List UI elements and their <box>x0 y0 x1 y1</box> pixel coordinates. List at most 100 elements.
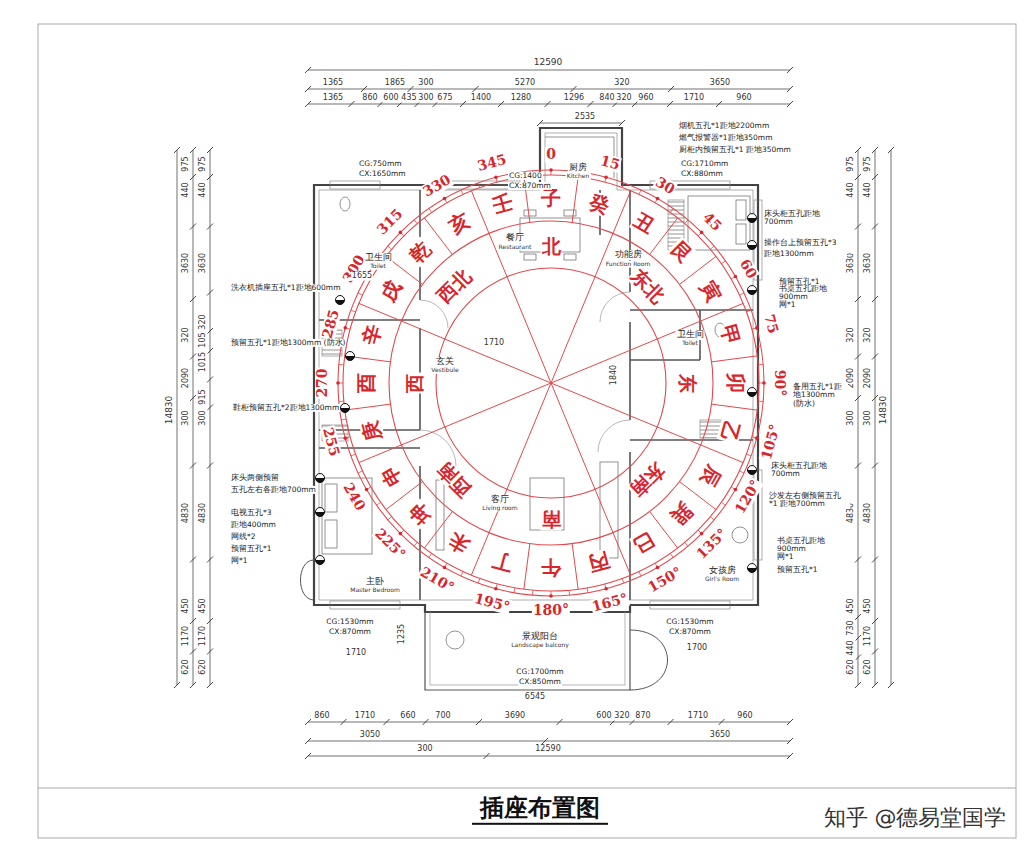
dimension: 3690 <box>504 712 526 721</box>
dimension: 730 <box>847 619 856 636</box>
dimension: 450 <box>199 597 208 614</box>
dimension-lines <box>668 719 674 725</box>
socket-symbols <box>336 296 345 305</box>
dimension: 1015 <box>199 351 208 373</box>
compass-rose <box>604 587 608 591</box>
compass-rose <box>339 364 344 365</box>
dimension-lines <box>190 147 196 153</box>
dimension-lines <box>305 67 311 73</box>
socket-note: 网*1 <box>776 553 795 561</box>
dimension-lines <box>207 463 213 469</box>
compass-rose <box>740 471 745 473</box>
dimension: 12590 <box>534 745 561 754</box>
dimension-lines <box>872 682 878 688</box>
socket-symbols <box>316 556 325 565</box>
socket-note: 距地400mm <box>230 521 277 529</box>
dimension-lines <box>190 224 196 230</box>
dimension: 1865 <box>384 79 406 88</box>
room-name-english: Function Room <box>605 261 652 268</box>
furniture <box>736 200 746 220</box>
compass-rose <box>721 261 725 264</box>
compass-rose <box>429 553 432 557</box>
walls <box>301 128 759 690</box>
compass-rose <box>389 221 713 545</box>
dimension: 440 <box>847 639 856 656</box>
compass-rose <box>712 356 758 362</box>
dimension-lines <box>308 722 790 723</box>
dimension-lines <box>855 557 861 563</box>
dimension: 1700 <box>686 644 708 653</box>
furniture <box>524 254 536 260</box>
dimension-lines <box>719 719 725 725</box>
compass-rose <box>338 170 764 596</box>
dimension: 440 <box>864 181 873 198</box>
dimension: 860 <box>313 712 330 721</box>
dimension-lines <box>855 635 861 641</box>
compass-rose <box>685 220 688 224</box>
socket-symbols <box>748 214 757 223</box>
dimension: 320 <box>613 79 630 88</box>
dimension-lines <box>875 150 876 685</box>
dimension-lines <box>207 682 213 688</box>
socket-note: CG:1710mm <box>680 160 729 168</box>
dimension: 700 <box>434 712 451 721</box>
compass-rose <box>365 488 369 492</box>
socket-symbols <box>346 352 355 361</box>
dimension-lines <box>855 463 861 469</box>
room-name: 景观阳台 <box>521 632 559 642</box>
dimension: 2090 <box>182 367 191 389</box>
dimension-lines <box>193 150 194 685</box>
compass-rose <box>758 401 763 402</box>
furniture <box>688 196 750 250</box>
socket-note: 网线*2 <box>230 533 257 541</box>
dimension: 440 <box>182 181 191 198</box>
compass-rose <box>604 175 608 179</box>
watermark: 知乎 @德易堂国学 <box>823 806 1008 830</box>
dimension: 320 <box>864 326 873 343</box>
dimension: 300 <box>864 409 873 426</box>
compass-rose <box>746 310 751 312</box>
socket-note: 洗衣机插座五孔*1距地600mm <box>230 284 341 292</box>
degree-number: 60 <box>736 256 760 282</box>
dimension-lines <box>855 224 861 230</box>
compass-rose <box>622 578 624 583</box>
socket-symbols <box>346 352 355 361</box>
socket-note: 电视五孔*3 <box>230 509 273 517</box>
furniture <box>446 631 464 649</box>
compass-rose <box>670 209 673 213</box>
socket-symbols <box>336 296 345 305</box>
compass-mountain: 子 <box>540 187 562 209</box>
socket-symbols <box>748 290 757 295</box>
dimension-lines <box>408 86 414 92</box>
socket-symbols <box>748 241 757 250</box>
dimension-lines <box>787 738 793 744</box>
compass-rose <box>569 590 570 595</box>
dimension: 1710 <box>483 339 505 348</box>
dimension: 440 <box>847 181 856 198</box>
dimension: 3630 <box>864 252 873 274</box>
dimension-lines <box>872 618 878 624</box>
socket-symbols <box>341 404 350 413</box>
socket-note: 五孔左右各距地700mm <box>230 486 317 494</box>
compass-rose <box>414 542 417 546</box>
dimension-lines <box>872 463 878 469</box>
compass-rose <box>377 502 381 505</box>
dimension: 3630 <box>199 252 208 274</box>
dimension: 1170 <box>199 625 208 647</box>
dimension-lines <box>305 753 311 759</box>
compass-mountain: 乾 <box>405 237 436 268</box>
socket-note: CG:750mm <box>358 160 403 168</box>
dimension: 3650 <box>709 731 731 740</box>
compass-rose <box>701 445 743 463</box>
dimension-lines <box>888 682 894 688</box>
dimension-lines <box>872 147 878 153</box>
room-name-english: Toilet <box>369 263 387 270</box>
dimension: 975 <box>199 155 208 172</box>
dimension-lines <box>619 120 625 126</box>
dimension-lines <box>384 719 390 725</box>
room-name-english: Living room <box>481 505 518 512</box>
room-name: 卫生间 <box>676 330 705 340</box>
dimension-lines <box>855 147 861 153</box>
dimension-lines <box>207 174 213 180</box>
